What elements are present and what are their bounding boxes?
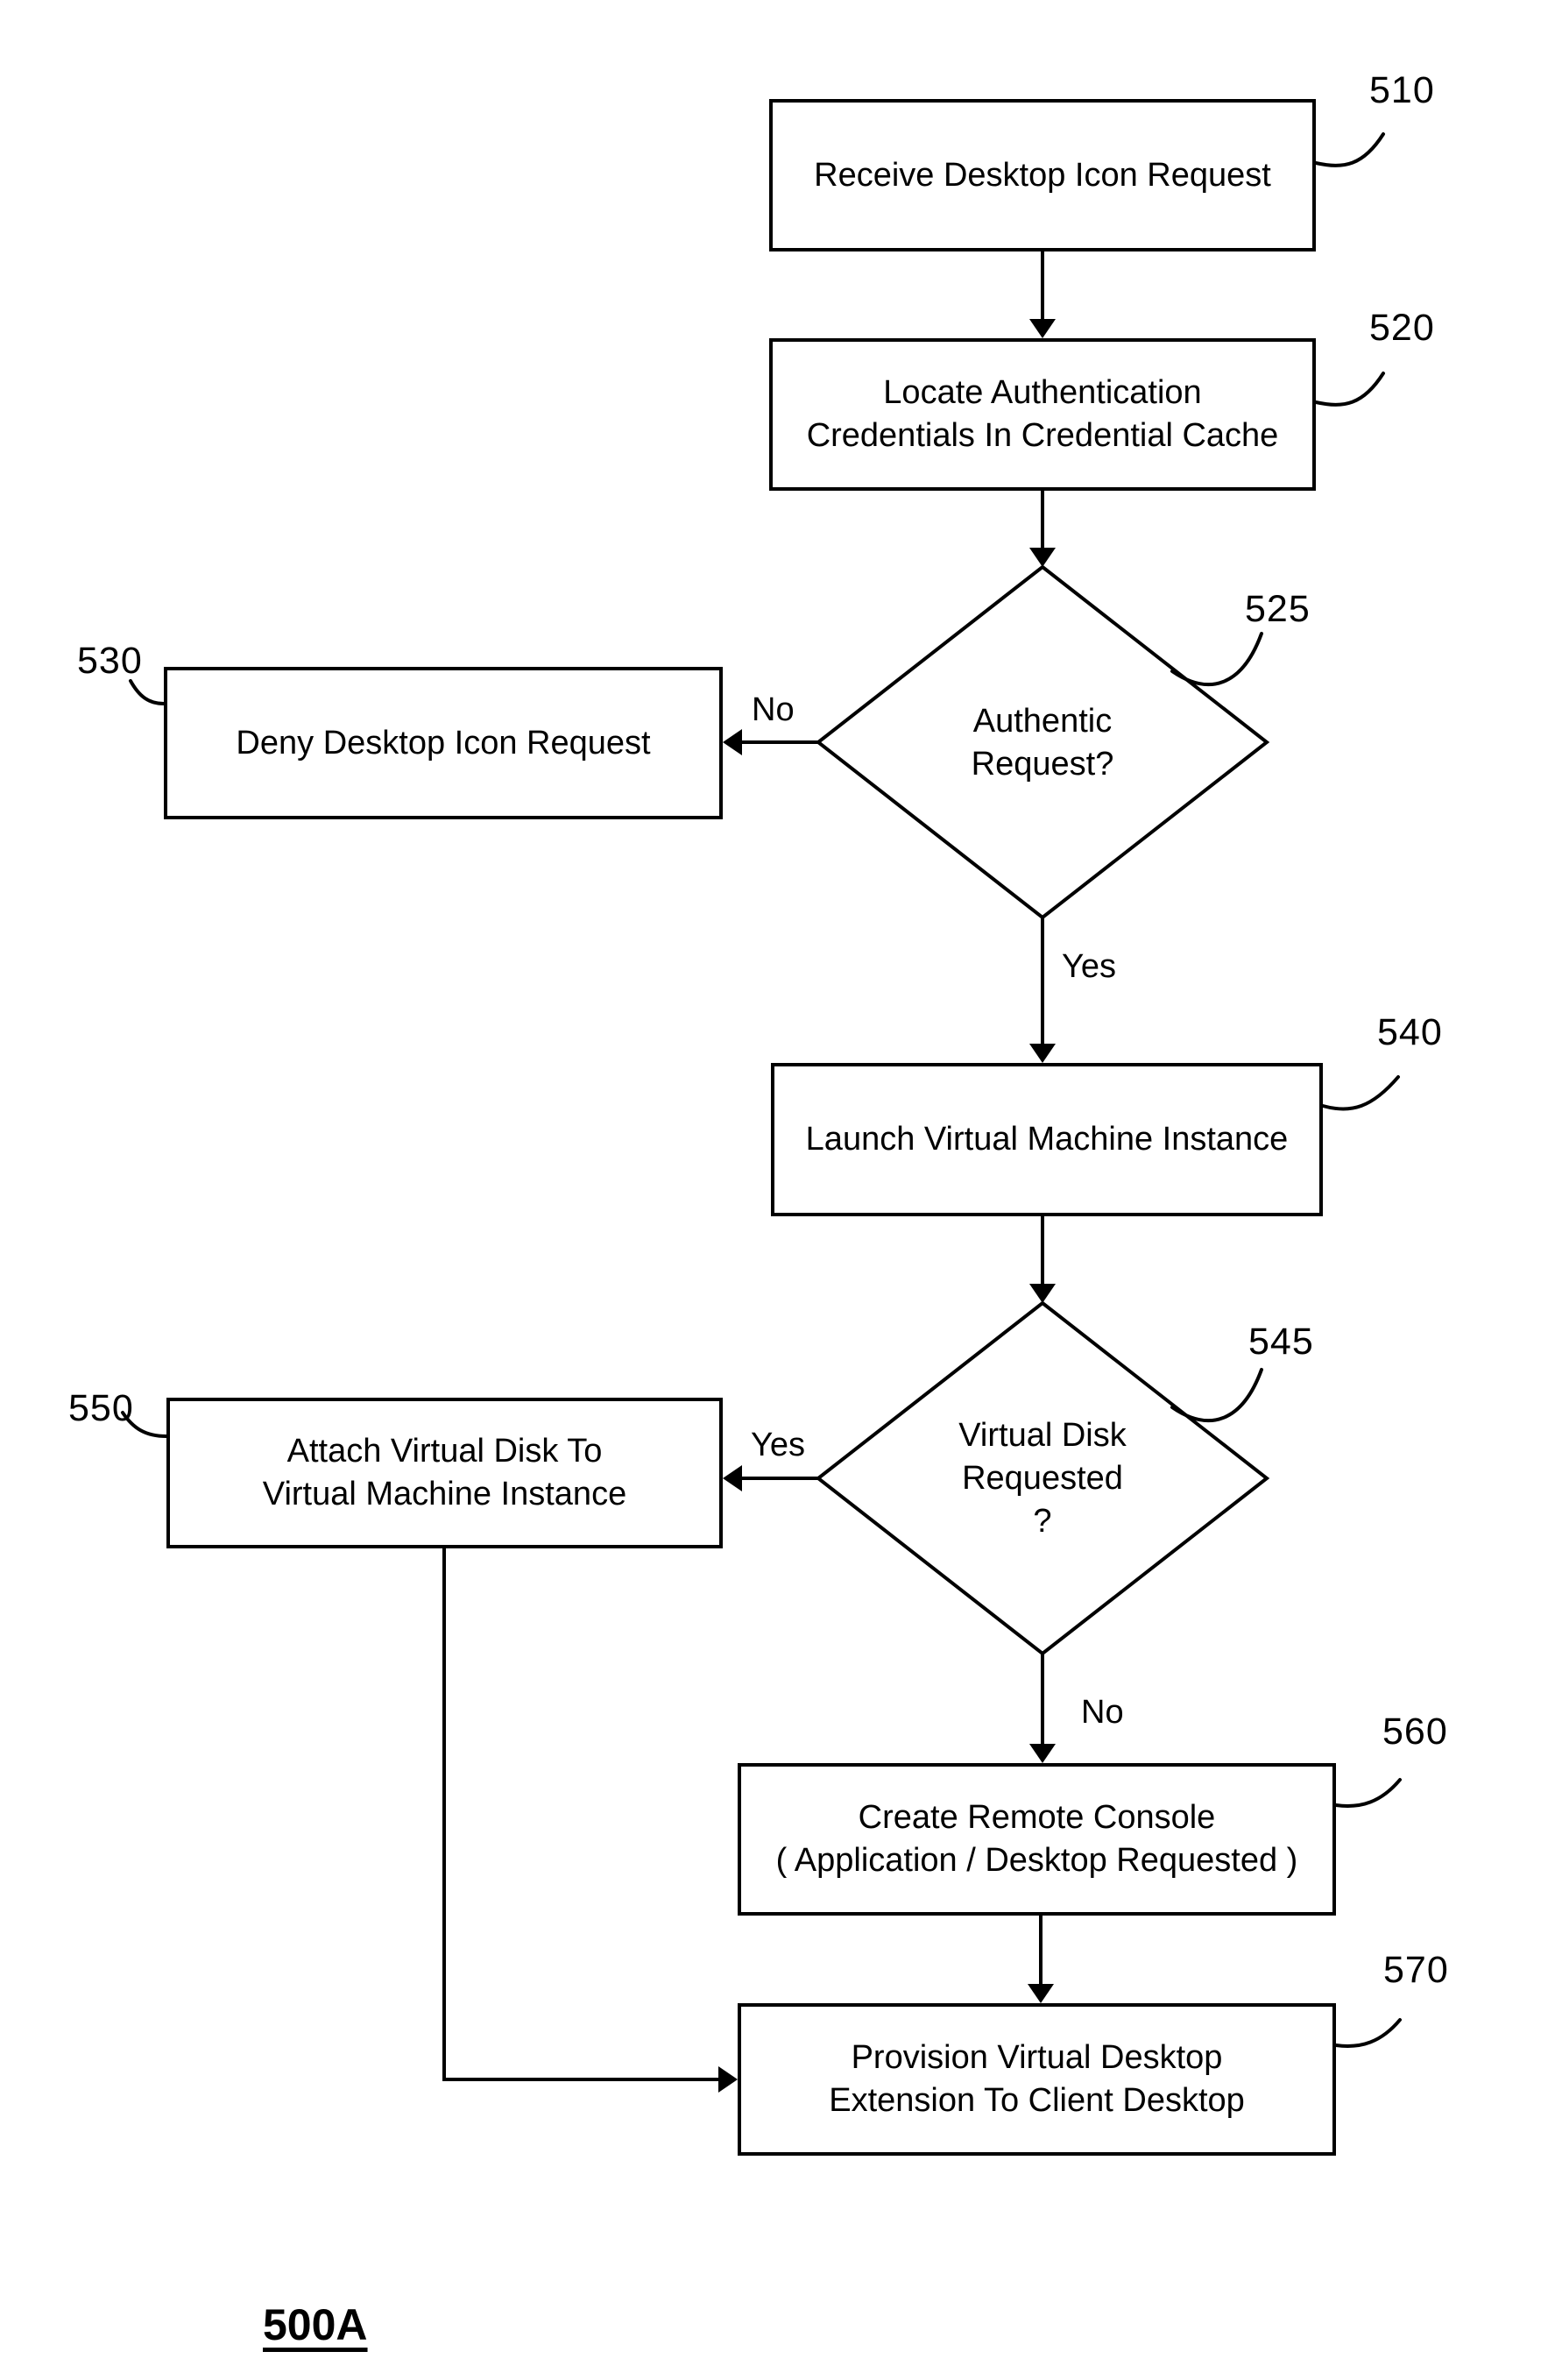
edge-label-disk-no: No — [1081, 1694, 1124, 1731]
process-box-attach-text: Attach Virtual Disk To — [286, 1433, 603, 1470]
decision-text-line: Requested — [962, 1460, 1123, 1497]
decision-diamond-authentic-text: Authentic Request? — [876, 675, 1209, 811]
arrowhead-down-icon — [1029, 1284, 1056, 1303]
process-box-launch-text: Launch Virtual Machine Instance — [805, 1121, 1289, 1158]
process-box-attach: Attach Virtual Disk To Virtual Machine I… — [166, 1398, 723, 1548]
decision-text-line: ? — [1033, 1503, 1052, 1540]
ref-hook-550 — [121, 1411, 168, 1438]
process-box-console-text: Create Remote Console — [858, 1799, 1216, 1836]
ref-hook-540 — [1321, 1075, 1400, 1111]
edge-label-authentic-yes: Yes — [1062, 948, 1116, 985]
edge-label-authentic-no: No — [752, 691, 795, 728]
ref-hook-545 — [1170, 1368, 1263, 1422]
arrowhead-left-icon — [723, 729, 742, 755]
decision-diamond-disk-text: Virtual Disk Requested ? — [876, 1385, 1209, 1573]
process-box-attach-text: Virtual Machine Instance — [262, 1476, 627, 1512]
process-box-console: Create Remote Console ( Application / De… — [738, 1763, 1336, 1916]
process-box-locate-text: Locate Authentication — [883, 374, 1202, 411]
decision-text-line: Request? — [971, 745, 1114, 783]
ref-label-525: 525 — [1245, 588, 1311, 630]
ref-hook-570 — [1334, 2018, 1402, 2048]
decision-text-line: Authentic — [972, 702, 1113, 740]
arrowhead-down-icon — [1029, 319, 1056, 338]
ref-hook-530 — [129, 679, 166, 705]
process-box-receive: Receive Desktop Icon Request — [769, 99, 1316, 251]
process-box-console-text: ( Application / Desktop Requested ) — [775, 1842, 1298, 1879]
decision-text-line: Virtual Disk — [958, 1417, 1127, 1454]
arrowhead-down-icon — [1029, 548, 1056, 567]
ref-hook-510 — [1314, 132, 1385, 167]
arrowhead-left-icon — [723, 1465, 742, 1491]
process-box-provision-text: Provision Virtual Desktop — [851, 2039, 1223, 2076]
process-box-provision: Provision Virtual Desktop Extension To C… — [738, 2003, 1336, 2156]
ref-label-560: 560 — [1382, 1711, 1448, 1753]
arrowhead-down-icon — [1029, 1044, 1056, 1063]
process-box-launch: Launch Virtual Machine Instance — [771, 1063, 1323, 1216]
figure-label: 500A — [263, 2300, 368, 2349]
process-box-provision-text: Extension To Client Desktop — [829, 2082, 1245, 2119]
process-box-locate-text: Credentials In Credential Cache — [806, 417, 1279, 454]
ref-hook-560 — [1334, 1778, 1402, 1808]
ref-label-550: 550 — [68, 1387, 134, 1429]
ref-label-520: 520 — [1369, 307, 1435, 349]
arrowhead-down-icon — [1029, 1744, 1056, 1763]
ref-hook-520 — [1314, 372, 1385, 407]
ref-label-510: 510 — [1369, 69, 1435, 111]
edge-label-disk-yes: Yes — [751, 1427, 805, 1463]
process-box-receive-text: Receive Desktop Icon Request — [814, 156, 1271, 194]
decision-diamond-authentic — [815, 564, 1270, 920]
ref-hook-525 — [1170, 632, 1263, 686]
ref-label-545: 545 — [1248, 1321, 1314, 1363]
decision-diamond-disk — [815, 1300, 1270, 1656]
process-box-locate: Locate Authentication Credentials In Cre… — [769, 338, 1316, 491]
elbow-attach-to-provision — [442, 1548, 722, 2081]
process-box-deny: Deny Desktop Icon Request — [164, 667, 723, 819]
arrowhead-down-icon — [1028, 1984, 1054, 2003]
arrowhead-right-icon — [718, 2066, 738, 2093]
ref-label-540: 540 — [1377, 1011, 1443, 1053]
ref-label-530: 530 — [77, 640, 143, 682]
process-box-deny-text: Deny Desktop Icon Request — [236, 724, 651, 761]
ref-label-570: 570 — [1383, 1949, 1449, 1991]
